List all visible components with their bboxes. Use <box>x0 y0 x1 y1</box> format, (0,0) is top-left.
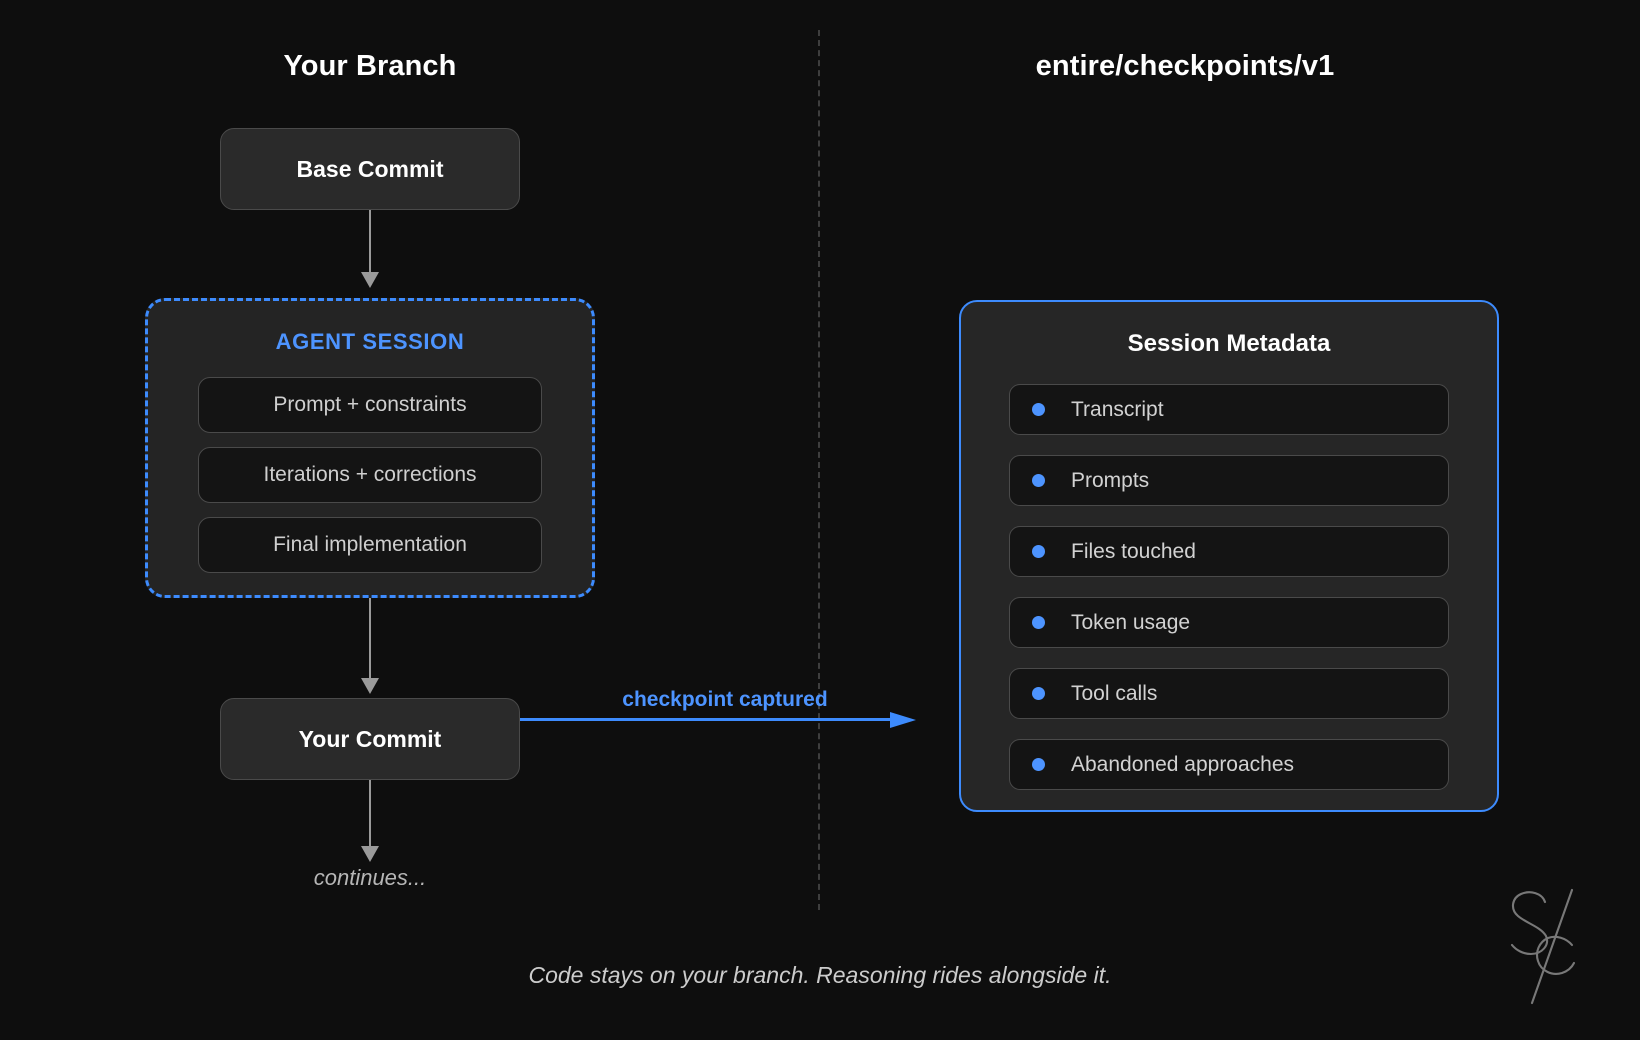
arrow-head <box>890 712 916 728</box>
signature-monogram-icon <box>1510 888 1576 1005</box>
arrow-shaft <box>369 780 371 848</box>
column-title-checkpoints-repo: entire/checkpoints/v1 <box>1035 50 1335 82</box>
metadata-item-label: Abandoned approaches <box>1071 752 1295 776</box>
node-your-commit[interactable]: Your Commit <box>220 698 520 780</box>
bullet-dot-icon <box>1032 758 1045 771</box>
column-title-your-branch: Your Branch <box>283 50 457 82</box>
agent-session-list: Prompt + constraints Iterations + correc… <box>198 377 542 587</box>
bullet-dot-icon <box>1032 616 1045 629</box>
agent-session-title: AGENT SESSION <box>275 329 465 354</box>
agent-session-item-prompt[interactable]: Prompt + constraints <box>198 377 542 433</box>
metadata-item-prompts[interactable]: Prompts <box>1009 455 1449 506</box>
arrow-head <box>361 272 379 288</box>
bullet-dot-icon <box>1032 474 1045 487</box>
bullet-dot-icon <box>1032 545 1045 558</box>
session-metadata-title: Session Metadata <box>1127 330 1331 357</box>
node-base-commit[interactable]: Base Commit <box>220 128 520 210</box>
metadata-item-tool-calls[interactable]: Tool calls <box>1009 668 1449 719</box>
bullet-dot-icon <box>1032 403 1045 416</box>
arrow-head <box>361 678 379 694</box>
metadata-item-abandoned-approaches[interactable]: Abandoned approaches <box>1009 739 1449 790</box>
bullet-dot-icon <box>1032 687 1045 700</box>
session-metadata-panel: Session Metadata Transcript Prompts File… <box>959 300 1499 812</box>
metadata-item-label: Tool calls <box>1071 681 1158 705</box>
footer-caption: Code stays on your branch. Reasoning rid… <box>528 962 1112 988</box>
arrow-head <box>361 846 379 862</box>
agent-session-item-iterations[interactable]: Iterations + corrections <box>198 447 542 503</box>
metadata-item-label: Prompts <box>1071 468 1150 492</box>
session-metadata-list: Transcript Prompts Files touched Token u… <box>1009 384 1449 810</box>
vertical-divider <box>818 30 820 910</box>
arrow-shaft <box>369 210 371 274</box>
arrow-session-to-commit <box>357 598 383 698</box>
agent-session-item-final[interactable]: Final implementation <box>198 517 542 573</box>
agent-session-container: AGENT SESSION Prompt + constraints Itera… <box>145 298 595 598</box>
metadata-item-token-usage[interactable]: Token usage <box>1009 597 1449 648</box>
metadata-item-label: Files touched <box>1071 539 1196 563</box>
arrow-shaft <box>520 718 892 721</box>
arrow-commit-to-continues <box>357 780 383 866</box>
metadata-item-label: Token usage <box>1071 610 1191 634</box>
continues-label: continues... <box>313 865 427 890</box>
checkpoint-captured-label: checkpoint captured <box>622 688 828 711</box>
arrow-base-to-session <box>357 210 383 290</box>
metadata-item-label: Transcript <box>1071 397 1164 421</box>
arrow-shaft <box>369 598 371 680</box>
metadata-item-transcript[interactable]: Transcript <box>1009 384 1449 435</box>
checkpoint-arrow <box>520 712 930 728</box>
metadata-item-files-touched[interactable]: Files touched <box>1009 526 1449 577</box>
